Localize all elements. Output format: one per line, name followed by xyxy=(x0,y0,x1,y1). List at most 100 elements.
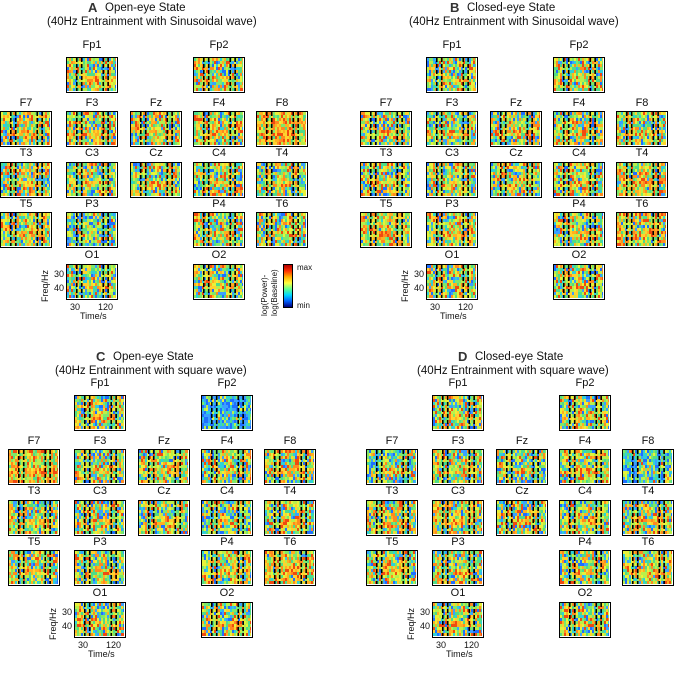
spectrogram-cell xyxy=(285,142,287,145)
spectrogram-cell xyxy=(226,169,228,172)
spectrogram-cell xyxy=(163,121,165,124)
spectrogram-cell xyxy=(49,193,50,196)
spectrogram-cell xyxy=(67,178,69,181)
spectrogram-cell xyxy=(37,139,39,142)
channel-label-fp2: Fp2 xyxy=(191,39,247,51)
spectrogram-cell xyxy=(291,118,293,121)
spectrogram-cell xyxy=(257,127,259,130)
spectrogram-cell xyxy=(131,112,133,115)
spectrogram-cell xyxy=(111,163,113,166)
spectrogram-cell xyxy=(87,292,89,295)
spectrogram-cell xyxy=(224,175,226,178)
spectrogram-cell xyxy=(232,213,234,216)
spectrogram-cell xyxy=(77,172,79,175)
spectrogram-cell xyxy=(265,190,267,193)
spectrogram-cell xyxy=(31,219,33,222)
spectrogram-cell xyxy=(43,184,45,187)
spectrogram-cell xyxy=(133,169,135,172)
spectrogram-cell xyxy=(17,163,19,166)
spectrogram-cell xyxy=(169,115,171,118)
spectrogram-cell xyxy=(9,115,11,118)
spectrogram-cell xyxy=(45,133,47,136)
spectrogram-cell xyxy=(113,292,115,295)
spectrogram-cell xyxy=(111,121,113,124)
spectrogram-cell xyxy=(214,193,216,196)
spectrogram-cell xyxy=(137,136,139,139)
spectrogram-cell xyxy=(109,112,111,115)
spectrogram-cell xyxy=(214,271,216,274)
spectrogram-cell xyxy=(99,88,101,91)
spectrogram-cell xyxy=(3,112,5,115)
spectrogram-cell xyxy=(273,181,275,184)
spectrogram-cell xyxy=(271,228,273,231)
spectrogram-cell xyxy=(35,175,37,178)
spectrogram-cell xyxy=(173,112,175,115)
spectrogram-cell xyxy=(101,64,103,67)
spectrogram-cell xyxy=(301,187,303,190)
spectrogram-cell xyxy=(133,172,135,175)
spectrogram-cell xyxy=(263,228,265,231)
spectrogram-cell xyxy=(77,124,79,127)
spectrogram-cell xyxy=(21,222,23,225)
spectrogram-cell xyxy=(275,184,277,187)
spectrogram-cell xyxy=(226,133,228,136)
spectrogram-cell xyxy=(194,67,196,70)
spectrogram-cell xyxy=(200,213,202,216)
spectrogram-cell xyxy=(289,219,291,222)
spectrogram-cell xyxy=(159,172,161,175)
spectrogram-cell xyxy=(206,271,208,274)
spectrogram-cell xyxy=(230,85,232,88)
spectrogram-cell xyxy=(299,169,301,172)
spectrogram-cell xyxy=(111,277,113,280)
spectrogram-cell xyxy=(91,295,93,298)
spectrogram-cell xyxy=(45,243,47,246)
spectrogram-cell xyxy=(224,225,226,228)
spectrogram-cell xyxy=(111,73,113,76)
spectrogram-cell xyxy=(220,172,222,175)
spectrogram-cell xyxy=(267,240,269,243)
spectrogram-cell xyxy=(13,142,15,145)
spectrogram-cell xyxy=(151,139,153,142)
spectrogram-cell xyxy=(299,228,301,231)
spectrogram-cell xyxy=(147,112,149,115)
spectrogram-cell xyxy=(97,268,99,271)
spectrogram-cell xyxy=(91,228,93,231)
spectrogram-cell xyxy=(196,61,198,64)
spectrogram-cell xyxy=(277,169,279,172)
spectrogram-cell xyxy=(236,240,238,243)
spectrogram-cell xyxy=(109,286,111,289)
spectrogram-cell xyxy=(109,193,111,196)
spectrogram-cell xyxy=(285,175,287,178)
spectrogram-cell xyxy=(1,118,3,121)
spectrogram-cell xyxy=(5,127,7,130)
spectrogram-cell xyxy=(198,76,200,79)
spectrogram-cell xyxy=(240,67,242,70)
spectrogram-cell xyxy=(214,216,216,219)
spectrogram-cell xyxy=(69,193,71,196)
spectrogram-cell xyxy=(273,219,275,222)
spectrogram-cell xyxy=(204,277,206,280)
spectrogram-cell xyxy=(71,133,73,136)
spectrogram-cell xyxy=(101,187,103,190)
spectrogram-cell xyxy=(71,118,73,121)
spectrogram-cell xyxy=(155,163,157,166)
spectrogram-cell xyxy=(165,172,167,175)
spectrogram-cell xyxy=(141,136,143,139)
spectrogram-cell xyxy=(11,142,13,145)
spectrogram-cell xyxy=(21,136,23,139)
spectrogram-cell xyxy=(93,118,95,121)
spectrogram-cell xyxy=(111,142,113,145)
spectrogram-cell xyxy=(204,130,206,133)
spectrogram-cell xyxy=(216,115,218,118)
spectrogram-cell xyxy=(212,190,214,193)
spectrogram-cell xyxy=(85,172,87,175)
spectrogram-cell xyxy=(210,121,212,124)
spectrogram-cell xyxy=(105,130,107,133)
spectrogram-cell xyxy=(111,231,113,234)
spectrogram-cell xyxy=(236,190,238,193)
spectrogram-cell xyxy=(179,121,180,124)
spectrogram-cell xyxy=(19,222,21,225)
spectrogram-cell xyxy=(291,130,293,133)
spectrogram-cell xyxy=(35,112,37,115)
spectrogram-cell xyxy=(47,181,49,184)
